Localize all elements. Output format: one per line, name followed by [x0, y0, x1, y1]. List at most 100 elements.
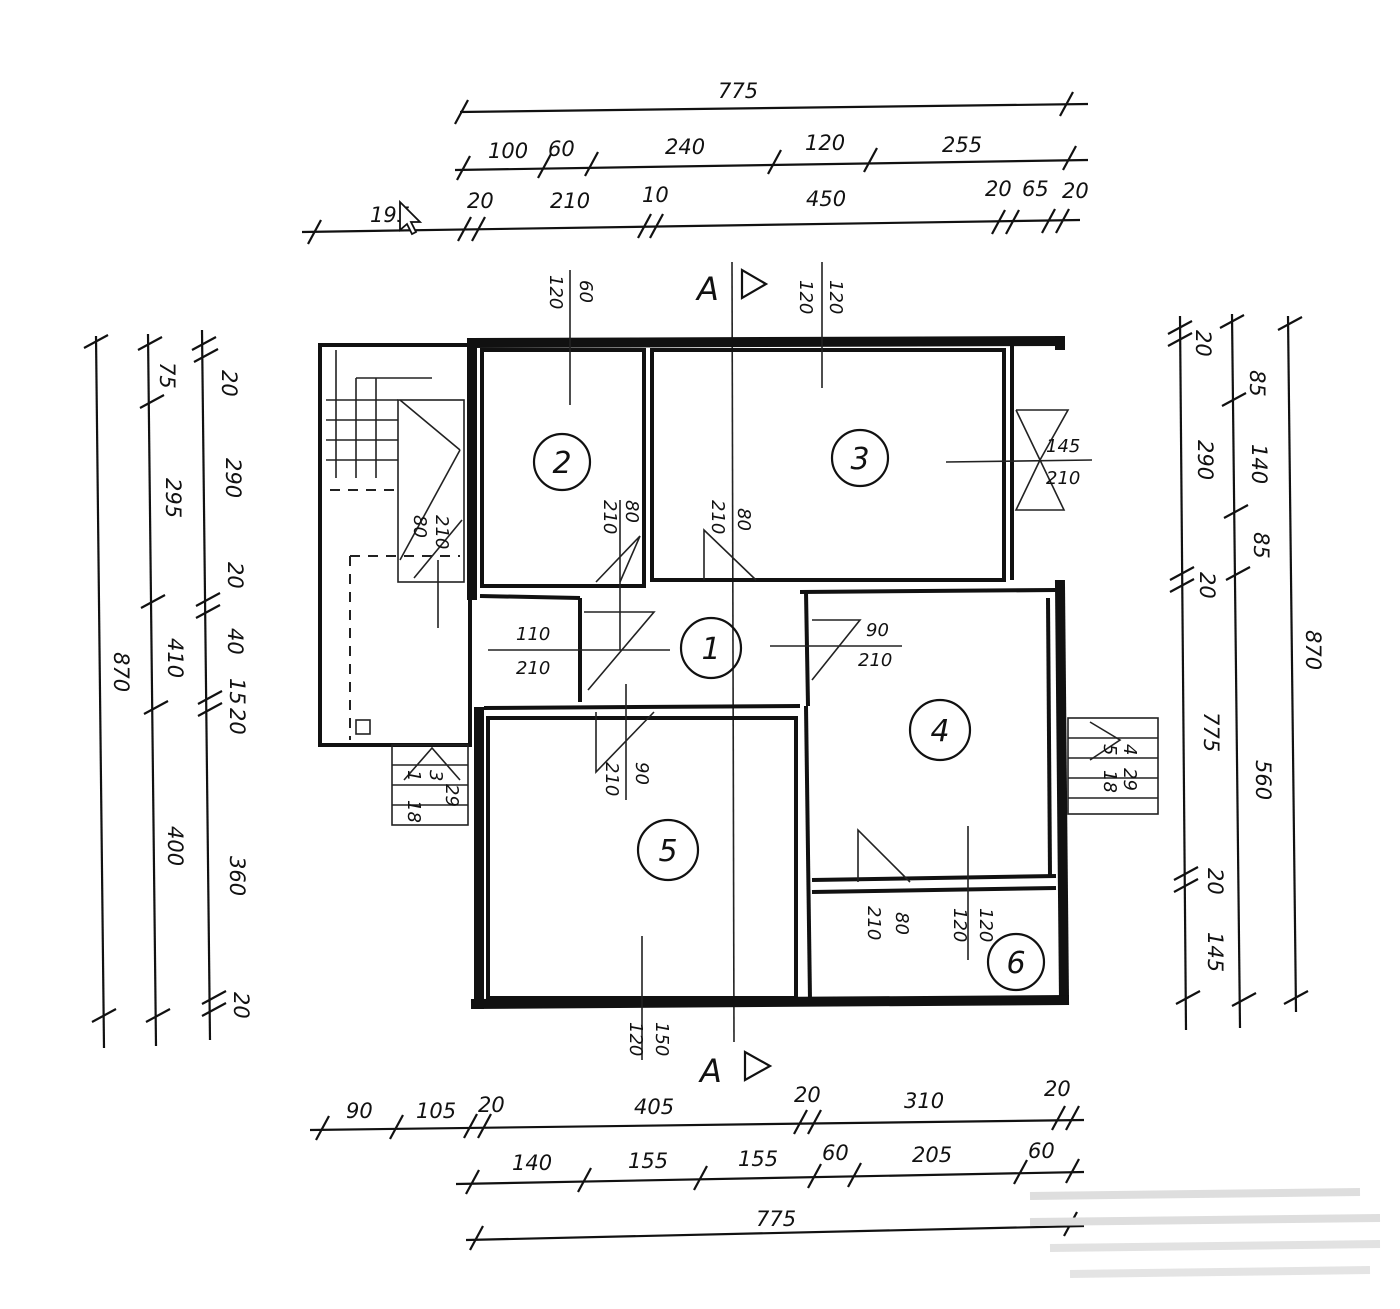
- bottom-row1-dim-6: 310: [904, 1089, 944, 1113]
- left-mid-dim-3: 410: [163, 638, 187, 678]
- bottom-row2-dim-2: 155: [628, 1149, 668, 1173]
- bottom-row1-dim-5: 20: [794, 1083, 821, 1107]
- top-row3-dim-5: 450: [806, 187, 846, 211]
- room5-door-width: 90: [631, 762, 652, 785]
- room3-window-width: 120: [825, 280, 846, 314]
- stair-door-width: 80: [409, 515, 430, 538]
- top-dimensions: 775 100 60 240 120 255 195 20 210 10 450…: [301, 79, 1089, 245]
- right-mid-dim-4: 560: [1251, 760, 1275, 800]
- top-dim-2: 60: [548, 137, 575, 161]
- room3-window-height: 120: [795, 280, 816, 314]
- bottom-row1-dim-3: 20: [478, 1093, 505, 1117]
- right-mid-dim-1: 85: [1245, 370, 1269, 397]
- top-row3-dim-3: 210: [550, 189, 590, 213]
- top-dim-4: 120: [805, 131, 845, 155]
- right-entry-steps: 4 29 5 18: [1067, 717, 1159, 815]
- bottom-row1-dim-7: 20: [1044, 1077, 1071, 1101]
- room-4-number: 4: [930, 714, 949, 749]
- bottom-row2-dim-5: 205: [912, 1143, 952, 1167]
- room-3-number: 3: [850, 442, 869, 477]
- left-inner-dim-7: 360: [225, 856, 249, 896]
- faded-title-block: [1029, 1188, 1381, 1278]
- hall-door-height: 210: [516, 658, 550, 679]
- right-inner-dim-6: 145: [1203, 932, 1227, 972]
- bottom-row1-dim-4: 405: [634, 1095, 674, 1119]
- bottom-row2-dim-4: 60: [822, 1141, 849, 1165]
- top-row3-dim-6: 20: [985, 177, 1012, 201]
- right-overall-dim: 870: [1301, 630, 1325, 670]
- room3-door-height: 210: [707, 500, 728, 534]
- left-inner-dim-5: 15: [225, 678, 249, 705]
- top-row3-dim-2: 20: [467, 189, 494, 213]
- top-overall-dim: 775: [718, 79, 758, 103]
- section-arrow-icon: [740, 268, 769, 300]
- top-dim-5: 255: [942, 133, 982, 157]
- right-steps-count: 4: [1119, 744, 1140, 755]
- room3-side-window-height: 210: [1046, 468, 1080, 489]
- room-2-number: 2: [552, 446, 571, 481]
- top-row3-dim-7: 65: [1022, 177, 1049, 201]
- room6-window-width: 120: [975, 908, 996, 942]
- room4-door-height: 210: [858, 650, 892, 671]
- hall-door-width: 110: [516, 624, 550, 645]
- section-line: [731, 261, 735, 1043]
- exterior-walls: [466, 335, 1070, 1010]
- room6-door-width: 80: [891, 912, 912, 935]
- right-inner-dim-5: 20: [1203, 868, 1227, 895]
- room3-side-window-width: 145: [1046, 436, 1080, 457]
- section-marker-bottom: A: [698, 1050, 773, 1090]
- left-inner-dim-4: 40: [223, 628, 247, 655]
- section-arrow-icon: [743, 1050, 773, 1082]
- room6-window-height: 120: [949, 908, 970, 942]
- left-steps-rise: 29: [441, 784, 462, 807]
- right-inner-dim-2: 290: [1193, 440, 1217, 480]
- left-dimensions: 870 75 295 410 400 20 290 20 40 15 20 36…: [83, 329, 253, 1049]
- stair-door-height: 210: [431, 515, 452, 549]
- section-marker-top: A: [695, 268, 769, 308]
- top-dim-3: 240: [665, 135, 705, 159]
- mouse-cursor-icon: [399, 199, 423, 236]
- top-row3-dim-4: 10: [642, 183, 669, 207]
- room3-door-width: 80: [733, 508, 754, 531]
- room-labels: 2 3 1 4 5 6: [532, 428, 1046, 992]
- openings: 60 120 120 120 145 210 80 210 80 210 110…: [488, 262, 1093, 1060]
- left-entry-steps: 3 29 1 18: [391, 744, 469, 826]
- right-inner-dim-3: 20: [1195, 572, 1219, 599]
- room5-window-width: 150: [651, 1022, 672, 1056]
- left-inner-dim-1: 20: [217, 370, 241, 397]
- room5-door-height: 210: [601, 762, 622, 796]
- room4-door-width: 90: [866, 620, 889, 641]
- room-5-number: 5: [658, 834, 677, 869]
- left-inner-dim-6: 20: [225, 708, 249, 735]
- room2-door-width: 80: [621, 500, 642, 523]
- right-inner-dim-1: 20: [1191, 330, 1215, 357]
- right-mid-dim-3: 85: [1249, 532, 1273, 559]
- left-steps-count: 3: [425, 770, 446, 781]
- svg-text:A: A: [698, 1052, 722, 1090]
- right-steps-run: 18: [1099, 770, 1120, 793]
- left-inner-dim-8: 20: [229, 992, 253, 1019]
- top-dim-1: 100: [488, 139, 528, 163]
- left-mid-dim-2: 295: [161, 478, 185, 518]
- room2-door-height: 210: [599, 500, 620, 534]
- right-steps-count2: 5: [1099, 744, 1120, 755]
- bottom-overall-dim: 775: [756, 1207, 796, 1231]
- left-mid-dim-4: 400: [163, 826, 187, 866]
- left-mid-dim-1: 75: [155, 362, 179, 389]
- left-overall-dim: 870: [109, 652, 133, 692]
- bottom-row2-dim-3: 155: [738, 1147, 778, 1171]
- bottom-row1-dim-1: 90: [346, 1099, 373, 1123]
- bottom-row2-dim-1: 140: [512, 1151, 552, 1175]
- bottom-dimensions: 90 105 20 405 20 310 20 140 155 155 60 2…: [309, 1077, 1085, 1251]
- bottom-row1-dim-2: 105: [416, 1099, 456, 1123]
- right-steps-rise: 29: [1119, 768, 1140, 791]
- left-inner-dim-2: 290: [221, 458, 245, 498]
- left-inner-dim-3: 20: [223, 562, 247, 589]
- room5-window-height: 120: [625, 1022, 646, 1056]
- svg-text:A: A: [695, 270, 719, 308]
- left-steps-count2: 1: [403, 770, 424, 781]
- room-1-number: 1: [701, 632, 720, 667]
- room6-door-height: 210: [863, 906, 884, 940]
- right-inner-dim-4: 775: [1199, 712, 1223, 752]
